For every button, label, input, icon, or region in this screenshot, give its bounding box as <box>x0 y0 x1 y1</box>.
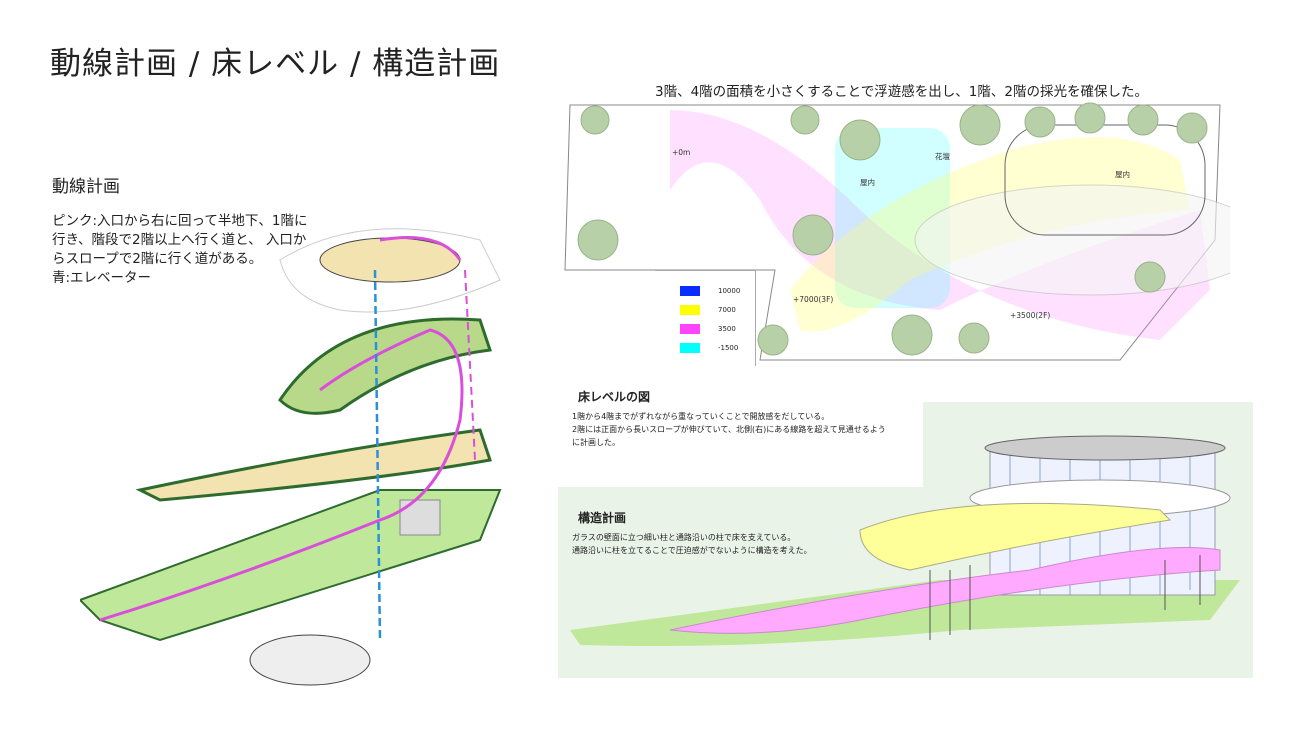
plan-caption: 3階、4階の面積を小さくすることで浮遊感を出し、1階、2階の採光を確保した。 <box>655 84 1148 100</box>
structure-heading: 構造計画 <box>578 511 627 525</box>
legend-item: 10000 <box>680 286 740 296</box>
circulation-heading: 動線計画 <box>52 177 120 197</box>
label-level2: +3500(2F) <box>1010 311 1050 320</box>
exploded-axonometric <box>80 228 502 686</box>
floor-level-line: 1階から4階までがずれながら重なっていくことで開放感をだしている。 <box>572 412 830 421</box>
floor-level-heading: 床レベルの図 <box>578 390 651 404</box>
label-ground: +0m <box>672 148 690 157</box>
floor-level-description: 1階から4階までがずれながら重なっていくことで開放感をだしている。 2階には正面… <box>572 410 886 449</box>
legend <box>655 270 756 366</box>
trees <box>577 102 1208 356</box>
legend-item: -1500 <box>680 343 738 353</box>
label-indoor-right: 屋内 <box>1115 169 1130 179</box>
page-title: 動線計画 / 床レベル / 構造計画 <box>50 46 501 82</box>
basement <box>249 634 371 686</box>
legend-item: 7000 <box>680 305 736 315</box>
circulation-line: ピンク:入口から右に回って半地下、1階に行き、階段で2階以上へ行く道と、 入口か… <box>52 213 308 267</box>
circulation-description: ピンク:入口から右に回って半地下、1階に行き、階段で2階以上へ行く道と、 入口か… <box>52 212 312 288</box>
floor-2 <box>135 428 492 502</box>
structure-perspective <box>570 435 1240 646</box>
floor-level-line: 2階には正面から長いスロープが伸びていて、北側(右)にある線路を超えて見通せるよ… <box>572 425 886 434</box>
structure-line: ガラスの壁面に立つ細い柱と通路沿いの柱で床を支えている。 <box>572 533 796 542</box>
floor-3 <box>278 317 493 415</box>
elevator-route <box>373 269 382 641</box>
structure-line: 通路沿いに柱を立てることで圧迫感がでないように構造を考えた。 <box>572 546 812 555</box>
label-flowerbed: 花壇 <box>935 151 950 161</box>
circulation-line: 青:エレベーター <box>52 270 152 286</box>
label-level3: +7000(3F) <box>793 295 833 304</box>
structure-description: ガラスの壁面に立つ細い柱と通路沿いの柱で床を支えている。 通路沿いに柱を立てるこ… <box>572 531 812 557</box>
legend-item: 3500 <box>680 324 736 334</box>
floor-level-line: に計画した。 <box>572 438 620 447</box>
pink-route <box>99 236 464 622</box>
site-plan: +0m 花壇 屋内 屋内 +7000(3F) +3500(2F) <box>564 102 1230 361</box>
label-indoor-left: 屋内 <box>860 177 875 187</box>
